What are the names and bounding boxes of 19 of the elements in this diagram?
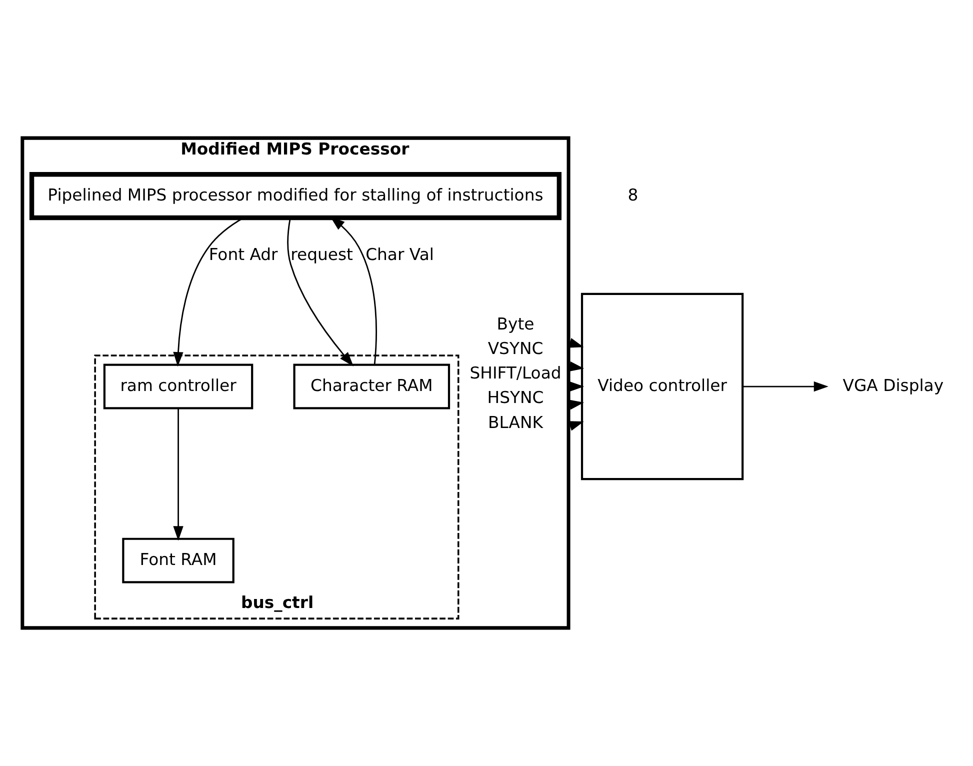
node-box: ram controller bbox=[103, 364, 254, 410]
edge-label: VSYNC bbox=[488, 338, 544, 358]
node-box: Video controller bbox=[580, 292, 744, 480]
edge-label: SHIFT/Load bbox=[470, 364, 562, 383]
edge-label: HSYNC bbox=[487, 388, 544, 408]
node-text: VGA Display bbox=[842, 376, 944, 395]
edge-label: Byte bbox=[496, 314, 534, 334]
edge-label: BLANK bbox=[488, 412, 543, 432]
arrow bbox=[743, 381, 828, 392]
edge-label: request bbox=[290, 245, 353, 264]
node-box: Pipelined MIPS processor modified for stalling of instructions bbox=[29, 172, 562, 220]
edge-label: Font Adr bbox=[208, 245, 278, 264]
node-box: Font RAM bbox=[122, 538, 234, 584]
arrow bbox=[173, 408, 184, 541]
arrow bbox=[287, 218, 354, 366]
edge-label: Char Val bbox=[366, 245, 434, 264]
label: 8 bbox=[628, 185, 638, 204]
node-box: Character RAM bbox=[293, 364, 450, 410]
arrow bbox=[173, 217, 244, 367]
